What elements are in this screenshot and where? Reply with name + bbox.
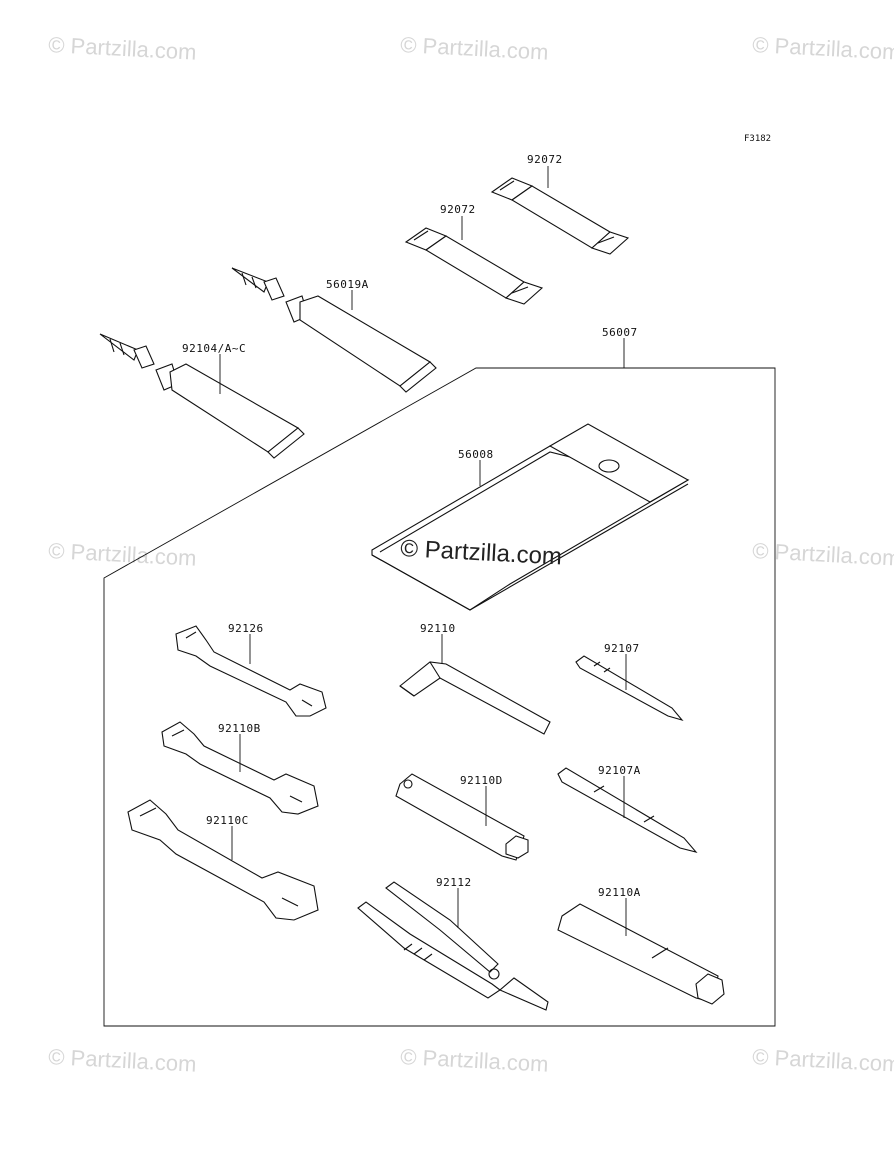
part-label-92112[interactable]: 92112 xyxy=(436,876,472,889)
part-labels: 92072 92072 56019A 92104/A~C 56007 56008… xyxy=(182,153,641,899)
watermark: © Partzilla.com xyxy=(400,1044,549,1077)
tool-pouch-56008[interactable] xyxy=(371,423,690,611)
part-label-56008[interactable]: 56008 xyxy=(458,448,494,461)
part-label-92110c[interactable]: 92110C xyxy=(206,814,249,827)
part-label-56019a[interactable]: 56019A xyxy=(326,278,369,291)
part-label-92110b[interactable]: 92110B xyxy=(218,722,261,735)
hex-key-92110[interactable] xyxy=(399,661,551,735)
screwdriver-bit-92107[interactable] xyxy=(575,655,684,722)
screwdriver-bit-92107a[interactable] xyxy=(557,767,698,853)
part-label-92072-lower[interactable]: 92072 xyxy=(440,203,476,216)
part-label-92126[interactable]: 92126 xyxy=(228,622,264,635)
watermark: © Partzilla.com xyxy=(400,32,549,65)
watermark: © Partzilla.com xyxy=(48,1044,197,1077)
pliers-92112[interactable] xyxy=(357,881,549,1011)
wrench-92110c[interactable] xyxy=(127,799,319,921)
part-label-92110[interactable]: 92110 xyxy=(420,622,456,635)
part-label-92110d[interactable]: 92110D xyxy=(460,774,503,787)
wrench-92126[interactable] xyxy=(175,625,327,717)
figure-reference-code: F3182 xyxy=(744,134,771,144)
watermark: © Partzilla.com xyxy=(752,538,894,571)
part-label-92110a[interactable]: 92110A xyxy=(598,886,641,899)
part-label-92072-upper[interactable]: 92072 xyxy=(527,153,563,166)
watermark: © Partzilla.com xyxy=(48,538,197,571)
watermark: © Partzilla.com xyxy=(752,32,894,65)
strap-92072-lower[interactable] xyxy=(404,227,544,305)
part-label-92107a[interactable]: 92107A xyxy=(598,764,641,777)
strap-92072-upper[interactable] xyxy=(490,177,630,255)
part-label-92107[interactable]: 92107 xyxy=(604,642,640,655)
box-wrench-92110d[interactable] xyxy=(395,773,529,861)
watermark: © Partzilla.com xyxy=(752,1044,894,1077)
leader-lines xyxy=(219,166,627,936)
part-label-92104[interactable]: 92104/A~C xyxy=(182,342,246,355)
tool-kit-outline xyxy=(103,367,776,1027)
part-label-56007[interactable]: 56007 xyxy=(602,326,638,339)
watermark: © Partzilla.com xyxy=(48,32,197,65)
box-wrench-92110a[interactable] xyxy=(557,903,725,1005)
grease-tube-92104[interactable] xyxy=(99,333,305,459)
grease-tube-56019a[interactable] xyxy=(231,267,437,393)
